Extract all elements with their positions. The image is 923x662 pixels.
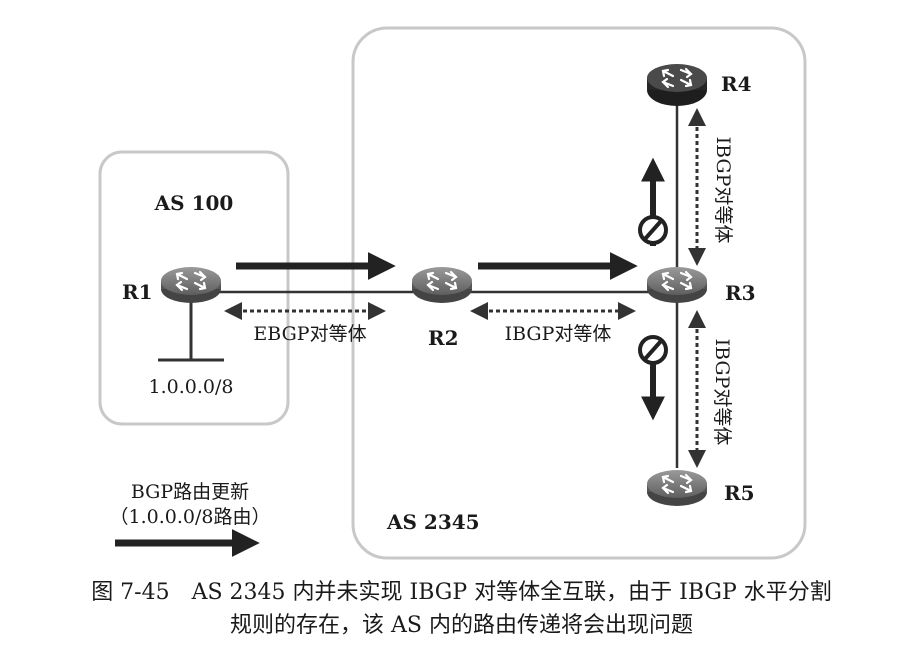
router-label-r4: R4 [721,72,752,96]
as100-label: AS 100 [154,191,234,215]
ibgp-peer-label-r3-r4: IBGP对等体 [712,137,734,244]
legend-subtitle: （1.0.0.0/8路由） [110,506,271,528]
router-r3-icon [645,265,709,305]
router-label-r5: R5 [724,481,755,505]
prefix-label: 1.0.0.0/8 [149,376,234,398]
router-r1-icon [159,265,223,305]
ebgp-peer-label: EBGP对等体 [253,323,366,345]
router-label-r1: R1 [122,280,153,304]
router-r5-icon [645,468,709,508]
router-label-r2: R2 [428,326,459,350]
prohibited-icon [638,335,668,365]
ibgp-peer-label-r2-r3: IBGP对等体 [505,323,612,345]
router-label-r3: R3 [725,281,756,305]
as100-box [98,150,290,426]
router-r2-icon [410,265,474,305]
legend-title: BGP路由更新 [131,481,249,503]
figure-caption-line1: 图 7-45 AS 2345 内并未实现 IBGP 对等体全互联，由于 IBGP… [91,580,832,605]
router-r4-icon [647,64,707,106]
prohibited-icon [638,215,668,245]
network-diagram: AS 100 AS 2345 R1 R2 R3 R4 R5 1.0.0.0/8 … [98,26,807,560]
ibgp-peer-label-r3-r5: IBGP对等体 [711,339,733,446]
figure-caption-line2: 规则的存在，该 AS 内的路由传递将会出现问题 [230,613,693,638]
as2345-label: AS 2345 [386,510,480,534]
